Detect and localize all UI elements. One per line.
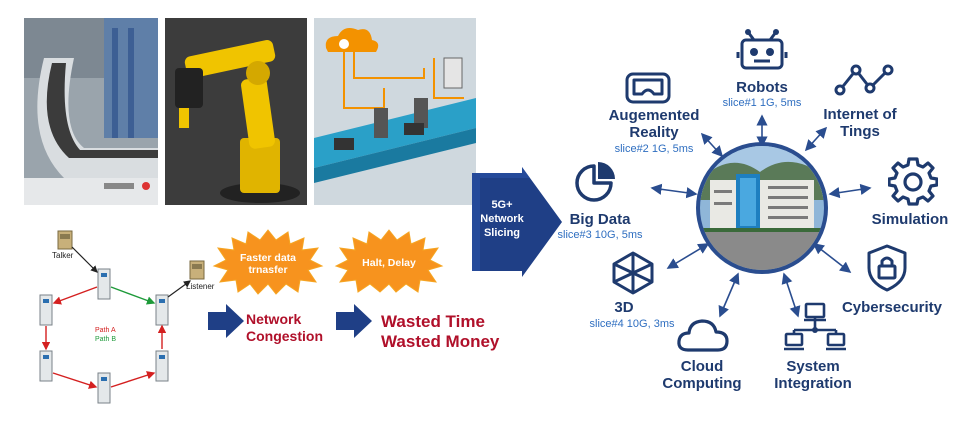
wasted-money: Wasted Money [381, 332, 500, 351]
arrow-to-wasted [336, 304, 372, 338]
network-computers-icon [784, 302, 846, 351]
pie-chart-icon [575, 162, 615, 202]
bigdata-slice: slice#3 10G, 5ms [557, 229, 643, 241]
ar-label-line2: Reality [629, 124, 679, 141]
iot-label-line2: Tings [840, 123, 880, 140]
network-slicing-arrow [472, 167, 562, 277]
threed-label: 3D [614, 299, 634, 316]
listener-label: Listener [186, 282, 215, 291]
network-ring-diagram [39, 230, 205, 404]
arrow-to-congestion [208, 304, 244, 338]
burst-faster-line1: Faster data [239, 252, 297, 264]
network-congestion-line2: Congestion [246, 328, 323, 344]
robots-label: Robots [736, 79, 788, 96]
conveyor-photo [24, 18, 158, 205]
cube-icon [612, 251, 654, 295]
sysint-label-line2: Integration [774, 375, 852, 392]
factory-line-photo [314, 18, 476, 205]
path-a-label: Path A [95, 327, 116, 334]
ar-slice: slice#2 1G, 5ms [614, 143, 694, 155]
network-congestion-line1: Network [246, 311, 302, 327]
cloud-label-line2: Computing [662, 375, 742, 392]
network-nodes-icon [834, 64, 894, 96]
bigdata-label: Big Data [569, 211, 631, 228]
burst-halt-line1: Halt, Delay [362, 257, 416, 269]
cloud-icon [677, 319, 729, 352]
slicing-line1: 5G+ [491, 199, 513, 211]
talker-label: Talker [52, 251, 74, 260]
slicing-line2: Network [480, 213, 524, 225]
sysint-label-line1: System [786, 358, 840, 375]
shield-lock-icon [867, 244, 907, 292]
starburst-faster [212, 229, 324, 295]
cybersecurity-label: Cybersecurity [841, 299, 943, 316]
simulation-label: Simulation [871, 211, 949, 228]
iot-label-line1: Internet of [823, 106, 897, 123]
cloud-label-line1: Cloud [680, 358, 724, 375]
path-b-label: Path B [95, 336, 117, 343]
robots-slice: slice#1 1G, 5ms [722, 97, 802, 109]
wasted-time: Wasted Time [381, 312, 485, 331]
gear-icon [888, 157, 938, 206]
burst-faster-line2: trnasfer [248, 264, 288, 276]
threed-slice: slice#4 10G, 3ms [589, 318, 675, 330]
robot-icon [736, 29, 788, 70]
ar-headset-icon [625, 72, 671, 104]
robot-arm-photo [165, 18, 307, 205]
starburst-halt [334, 229, 444, 293]
slicing-line3: Slicing [483, 227, 521, 239]
hub-connectors [650, 114, 872, 318]
ar-label-line1: Augemented [608, 107, 700, 124]
